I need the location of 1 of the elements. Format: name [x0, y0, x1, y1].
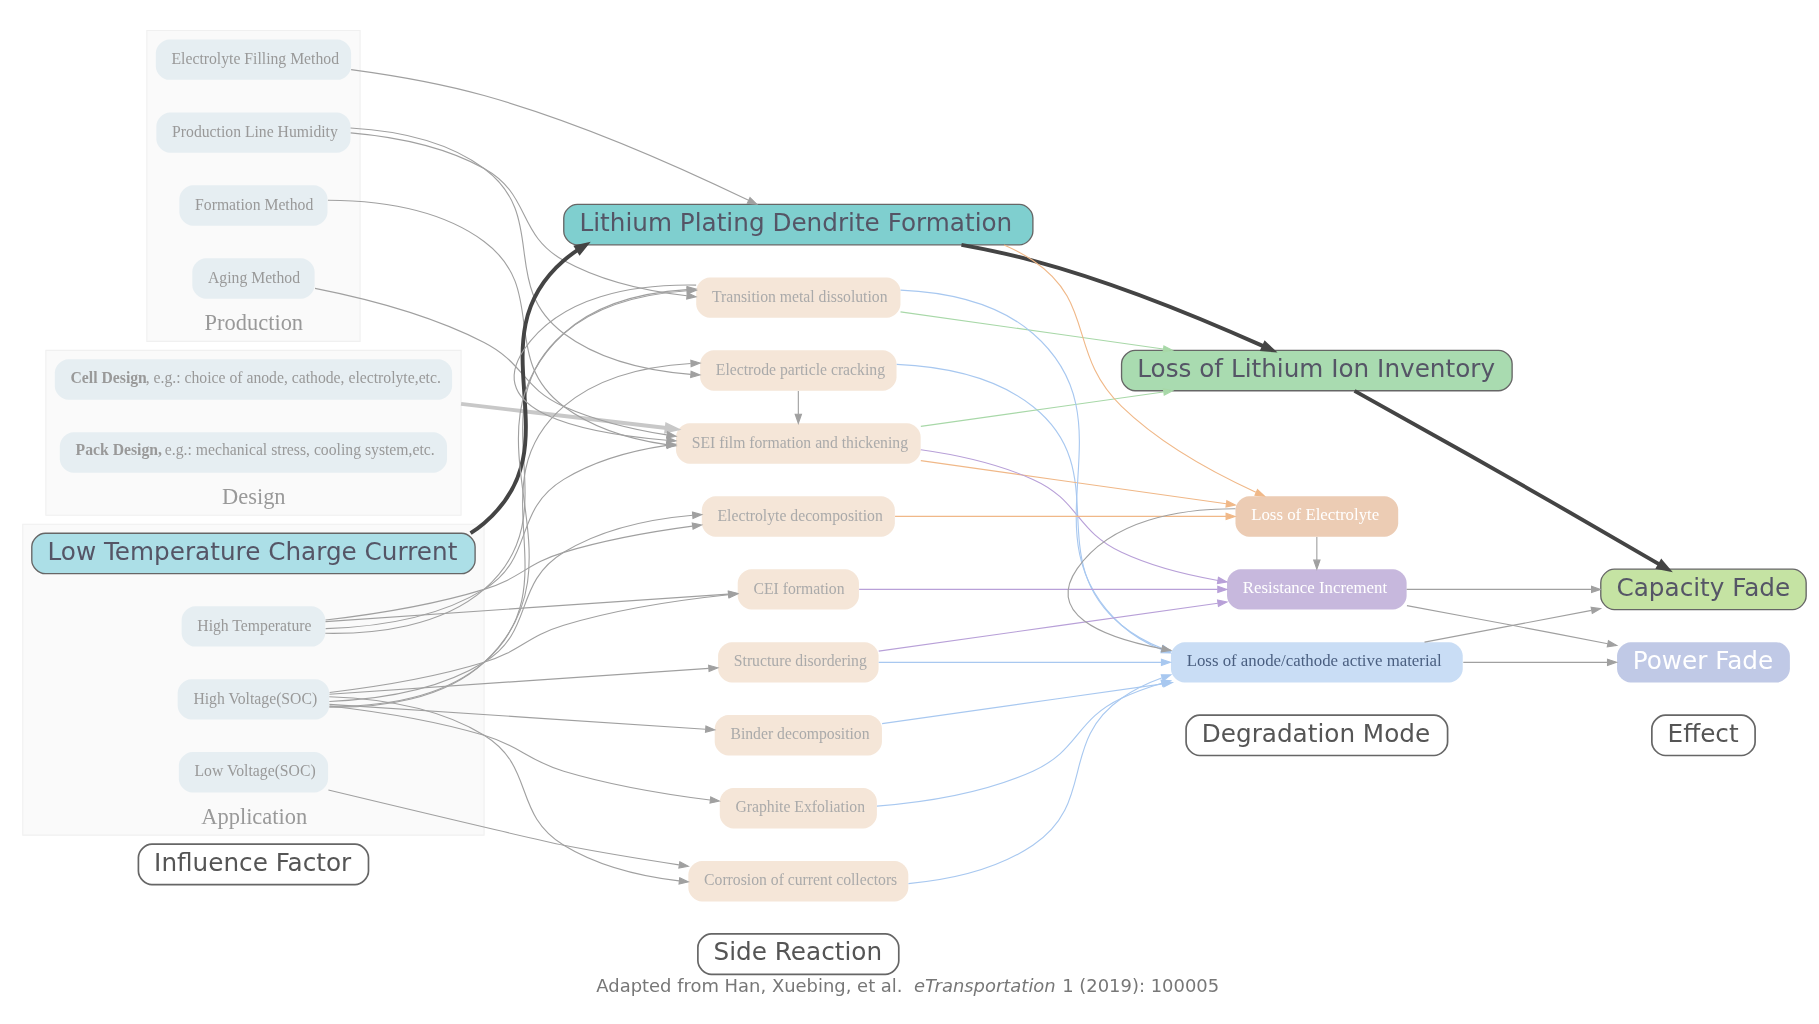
caption: Adapted from Han, Xuebing, et al. eTransportation 1 (2019): 100005 [595, 974, 1219, 996]
